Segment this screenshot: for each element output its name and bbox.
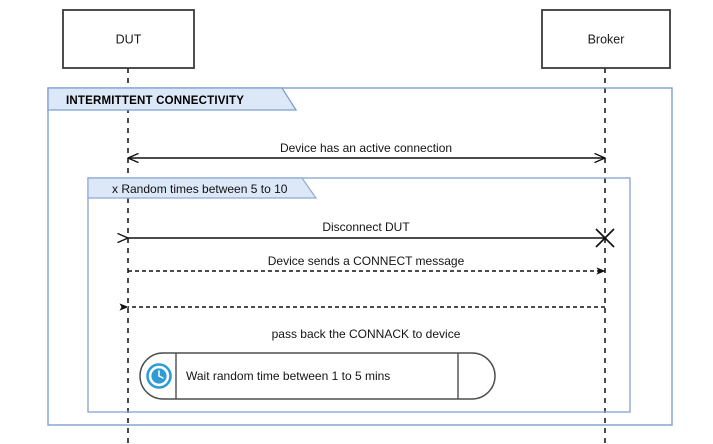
destroy-marker-icon — [595, 228, 615, 248]
broker-box — [541, 9, 671, 69]
message-connack-label: pass back the CONNACK to device — [272, 327, 461, 341]
clock-icon — [146, 363, 172, 389]
message-disconnect-dut[interactable]: Disconnect DUT — [128, 220, 615, 248]
message-disconnect-dut-label: Disconnect DUT — [322, 220, 410, 234]
wait-block-body — [139, 352, 496, 400]
fragment-inner-tab — [87, 177, 318, 199]
fragment-inner-label: x Random times between 5 to 10 — [112, 182, 288, 196]
dut-box — [62, 9, 195, 69]
broker-label: Broker — [588, 32, 625, 46]
lifeline-head-dut[interactable]: DUT — [62, 9, 195, 69]
dut-label: DUT — [116, 32, 142, 46]
message-connect-label: Device sends a CONNECT message — [268, 254, 465, 268]
wait-block-label: Wait random time between 1 to 5 mins — [186, 369, 390, 383]
fragment-outer-label: INTERMITTENT CONNECTIVITY — [66, 95, 244, 107]
fragment-inner-border — [87, 177, 631, 413]
message-connack[interactable]: pass back the CONNACK to device — [119, 303, 605, 341]
fragment-outer-tab — [47, 87, 298, 111]
lifeline-head-broker[interactable]: Broker — [541, 9, 671, 69]
message-active-connection[interactable]: Device has an active connection — [128, 141, 605, 158]
message-active-connection-label: Device has an active connection — [280, 141, 452, 155]
fragment-random-loop[interactable]: x Random times between 5 to 10 — [87, 177, 631, 413]
message-connect[interactable]: Device sends a CONNECT message — [128, 254, 606, 275]
wait-block[interactable]: Wait random time between 1 to 5 mins — [139, 352, 496, 400]
fragment-outer-border — [47, 87, 673, 426]
fragment-intermittent-connectivity[interactable]: INTERMITTENT CONNECTIVITY — [47, 87, 673, 426]
